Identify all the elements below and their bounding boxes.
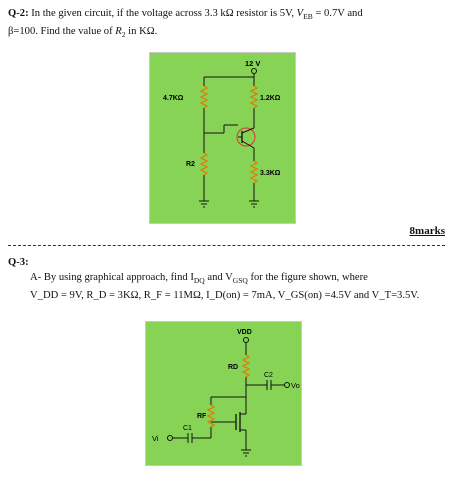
q2-line2-end: in KΩ. [125, 26, 158, 38]
vi-terminal [167, 435, 173, 441]
q2-r2: R [115, 26, 122, 38]
vo-terminal [284, 382, 290, 388]
q3-line2: V_DD = 9V, R_D = 3KΩ, R_F = 11MΩ, I_D(on… [30, 290, 420, 302]
circuit-2-panel: VDD RD RF C1 C2 Vi Vo [145, 321, 302, 466]
resistor-rf [206, 404, 216, 428]
resistor-4-7k [199, 85, 209, 109]
q2-line1-b: = 0.7V and [312, 8, 363, 19]
question-3-text: A- By using graphical approach, find IDQ… [30, 270, 446, 303]
q3-text-b: and V [204, 272, 233, 283]
supply-terminal-1 [251, 68, 257, 74]
resistor-1-2k [249, 85, 259, 109]
rf-label: RF [197, 413, 207, 420]
section-divider [8, 245, 445, 246]
q2-line2: β=100. Find the value of [8, 26, 116, 38]
q2-veb-sub: EB [303, 12, 313, 22]
resistor-3-3k [249, 160, 259, 184]
vi-label: Vi [152, 434, 159, 443]
vdd-terminal [243, 337, 249, 343]
circuit-1-panel: 12 V 4.7KΩ 1.2KΩ R2 3.3KΩ [149, 52, 296, 224]
marks-label: 8marks [409, 225, 445, 237]
q3-vgsq-sub: GSQ [232, 276, 248, 286]
circuit-2-diagram: VDD RD RF C1 C2 Vi Vo [152, 329, 300, 457]
resistor-rd [241, 354, 251, 378]
q2-veb: V [296, 8, 304, 19]
question-3-label: Q-3: [8, 257, 29, 268]
c2-label: C2 [264, 372, 273, 379]
q3-text-a: A- By using graphical approach, find I [30, 272, 194, 283]
resistor-r2 [199, 152, 209, 176]
circuit-1-diagram: 12 V 4.7KΩ 1.2KΩ R2 3.3KΩ [163, 59, 281, 208]
label-r2: R2 [186, 161, 195, 168]
question-2-text: Q-2: In the given circuit, if the voltag… [8, 6, 446, 42]
label-4-7k: 4.7KΩ [163, 95, 184, 102]
vdd-label: VDD [237, 329, 252, 336]
q3-idq-sub: DQ [193, 276, 205, 286]
pnp-transistor [236, 127, 256, 149]
q2-line1-a: In the given circuit, if the voltage acr… [31, 8, 297, 19]
rd-label: RD [228, 364, 238, 371]
q2-r2-sub: 2 [121, 30, 126, 40]
question-2-number: Q-2: [8, 8, 29, 19]
c1-label: C1 [183, 425, 192, 432]
label-1-2k: 1.2KΩ [260, 95, 281, 102]
q3-text-c: for the figure shown, where [247, 272, 368, 283]
supply-label-12v: 12 V [245, 59, 260, 68]
label-3-3k: 3.3KΩ [260, 170, 281, 177]
vo-label: Vo [291, 381, 300, 390]
